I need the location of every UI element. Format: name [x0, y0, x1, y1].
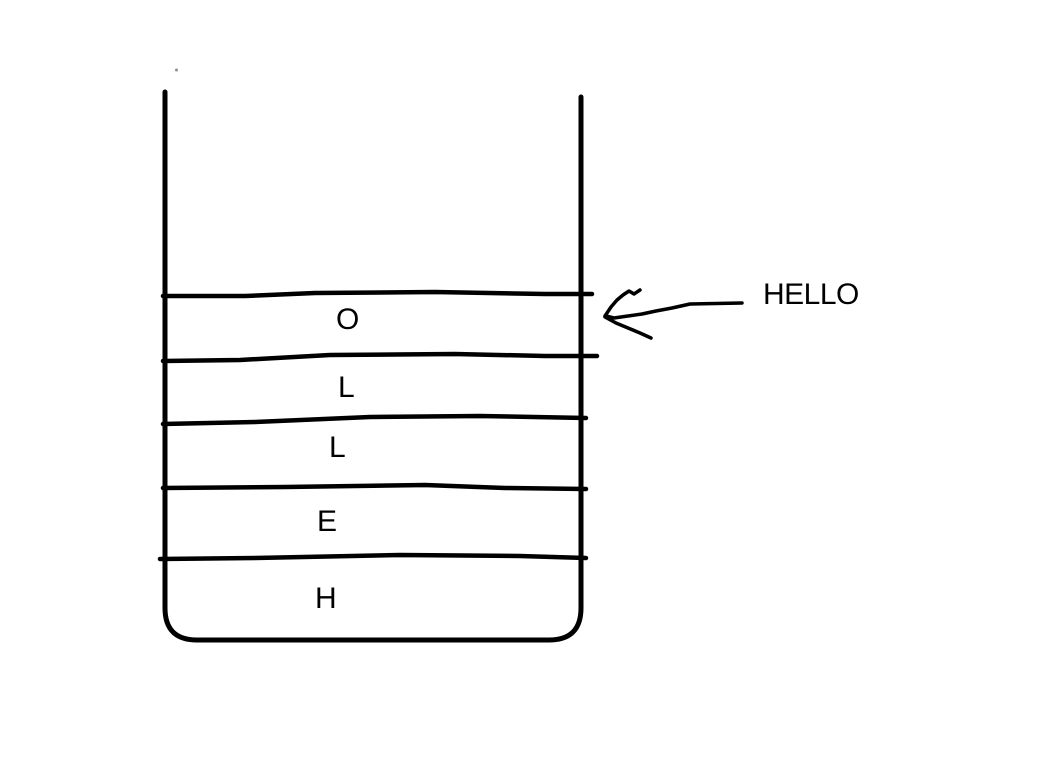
slot-line-5 — [157, 552, 589, 562]
slot-line-3 — [160, 413, 589, 427]
stack-item-label-2: L — [338, 371, 355, 404]
slot-line-1 — [160, 289, 595, 299]
stack-item-label-top: O — [336, 303, 360, 336]
slot-line-2 — [160, 351, 600, 364]
pointer-arrow-upper-barb — [603, 288, 642, 318]
stack-item-label-bottom: H — [315, 582, 337, 615]
stack-item-label-4: E — [317, 505, 338, 538]
stack-item-label-3: L — [329, 431, 346, 464]
pointer-arrow-lower-barb — [603, 315, 653, 340]
slot-line-4 — [160, 482, 589, 492]
stack-word-label: HELLO — [763, 278, 859, 311]
stray-mark — [175, 68, 178, 72]
beaker-outline — [162, 89, 584, 643]
pointer-arrow-shaft — [604, 301, 744, 320]
